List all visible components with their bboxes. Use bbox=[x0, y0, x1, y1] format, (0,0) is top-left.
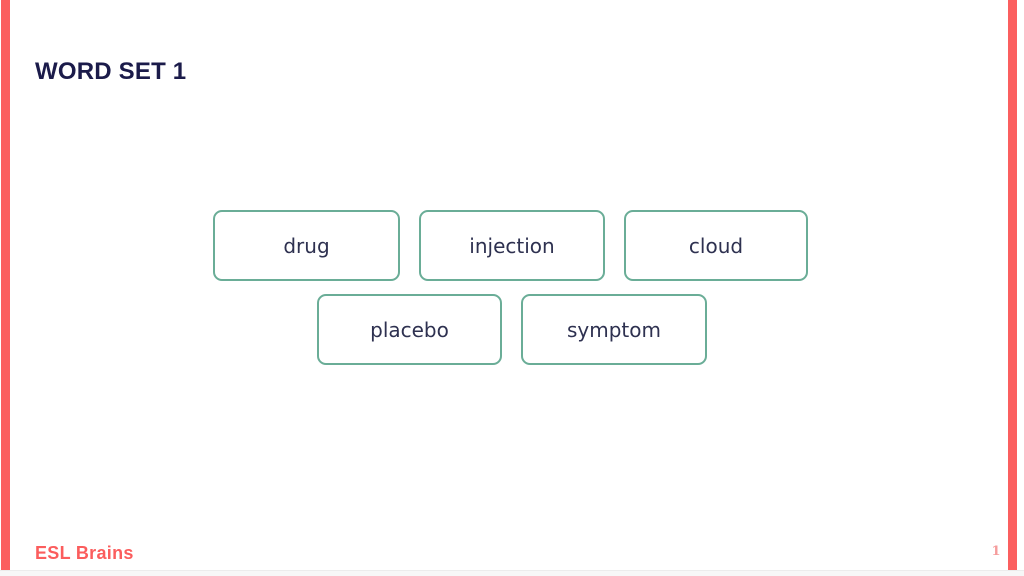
page-title: WORD SET 1 bbox=[35, 58, 187, 86]
word-card-cloud: cloud bbox=[624, 210, 808, 281]
left-accent-bar bbox=[1, 0, 10, 570]
slide-bottom-edge bbox=[0, 570, 1024, 576]
esl-brains-logo: ESL Brains bbox=[35, 543, 134, 563]
word-card-label: symptom bbox=[567, 317, 661, 342]
right-accent-bar bbox=[1008, 0, 1017, 570]
word-card-label: drug bbox=[283, 233, 330, 258]
word-card-symptom: symptom bbox=[521, 294, 707, 365]
word-card-label: injection bbox=[469, 233, 555, 258]
word-card-injection: injection bbox=[419, 210, 605, 281]
word-card-placebo: placebo bbox=[317, 294, 502, 365]
word-card-label: cloud bbox=[688, 233, 744, 258]
page-number: 1 bbox=[991, 544, 1001, 559]
word-card-label: placebo bbox=[370, 317, 449, 342]
word-card-drug: drug bbox=[213, 210, 400, 281]
